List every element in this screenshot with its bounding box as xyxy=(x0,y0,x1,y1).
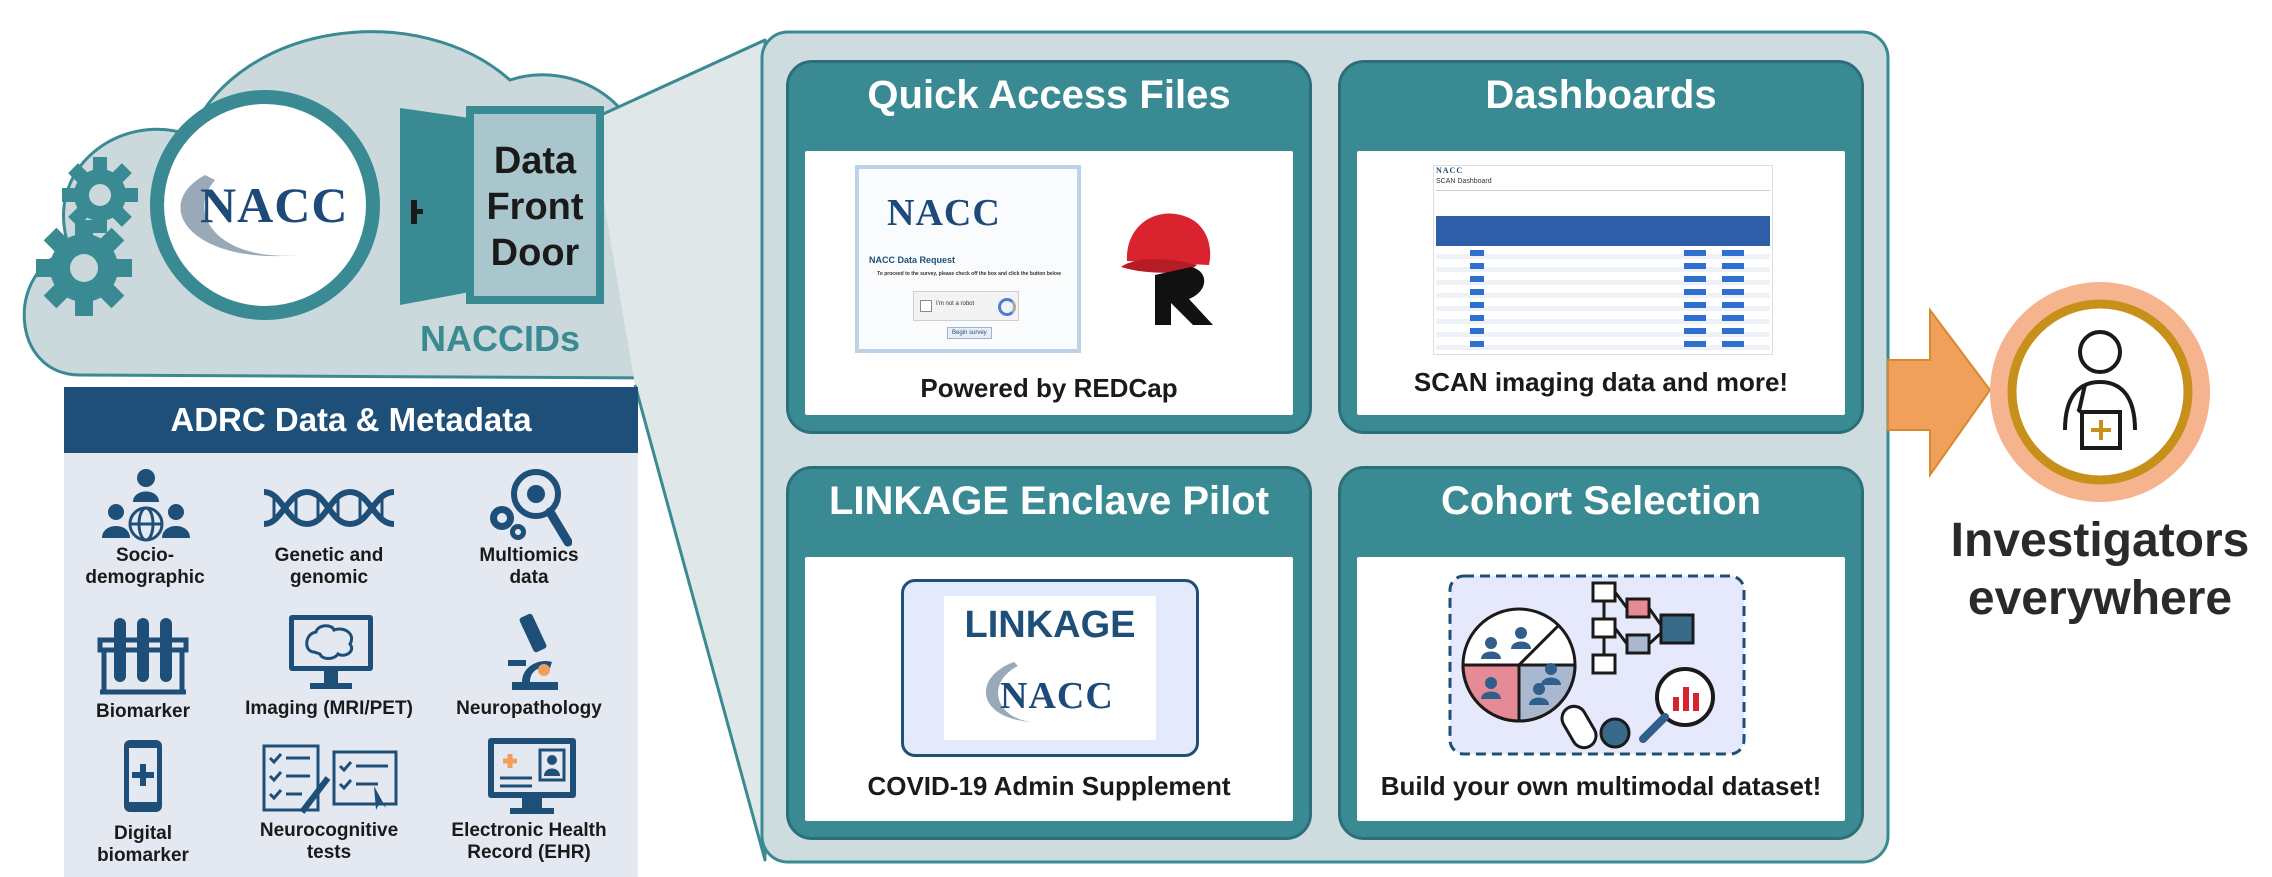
cohort-pills-icon xyxy=(1560,704,1631,750)
brain-monitor-icon xyxy=(289,615,373,689)
linkage-swoosh xyxy=(985,662,1032,722)
dashboard-screenshot: NACC SCAN Dashboard xyxy=(1433,165,1773,355)
microscope-icon xyxy=(508,613,558,690)
dashboard-nacc-mini: NACC xyxy=(1436,166,1464,175)
card-caption-linkage: COVID-19 Admin Supplement xyxy=(867,771,1231,801)
card-caption-quick-access: Powered by REDCap xyxy=(920,373,1178,403)
cohort-magnifier-chart-icon xyxy=(1639,667,1715,743)
adrc-title: ADRC Data & Metadata xyxy=(64,387,638,453)
door-panel xyxy=(400,108,470,305)
door-line-1: Data xyxy=(493,140,577,182)
card-body-quick-access: NACC NACC Data Request To proceed to the… xyxy=(805,151,1293,415)
card-dashboards: Dashboards NACC SCAN Dashboard SCAN imag… xyxy=(1338,60,1864,434)
door-label: Data Front Door xyxy=(472,138,598,276)
people-globe-icon xyxy=(102,469,190,542)
card-body-dashboards: NACC SCAN Dashboard xyxy=(1357,151,1845,415)
cohort-tree-icon xyxy=(1591,581,1695,675)
card-caption-dashboards: SCAN imaging data and more! xyxy=(1413,367,1789,397)
captcha-label: I'm not a robot xyxy=(936,301,975,307)
card-title-dashboards: Dashboards xyxy=(1485,73,1717,117)
card-body-linkage: LINKAGE NACC xyxy=(805,557,1293,821)
nacc-swoosh xyxy=(180,175,300,257)
dashboard-screen-title: SCAN Dashboard xyxy=(1436,178,1492,185)
dashboard-table-rows xyxy=(1436,246,1770,350)
checklist-icon xyxy=(262,744,398,814)
adrc-label-biomarker: Biomarker xyxy=(96,701,190,722)
cohort-pie-icon xyxy=(1461,607,1577,723)
card-title-cohort: Cohort Selection xyxy=(1440,479,1762,523)
adrc-label-neuropathology: Neuropathology xyxy=(456,698,602,719)
begin-survey-button[interactable]: Begin survey xyxy=(947,327,992,339)
cohort-illustration xyxy=(1448,574,1746,756)
captcha-box[interactable]: I'm not a robot xyxy=(913,291,1019,321)
form-instructions: To proceed to the survey, please check o… xyxy=(877,271,1061,277)
linkage-nacc-word: NACC xyxy=(1000,675,1114,717)
form-title: NACC Data Request xyxy=(869,255,956,265)
linkage-logo-inner xyxy=(944,596,1156,740)
arrow-to-investigators xyxy=(1887,307,1992,479)
nacc-logo-ring xyxy=(150,90,380,320)
ehr-monitor-icon xyxy=(488,738,576,814)
adrc-label-imaging: Imaging (MRI/PET) xyxy=(245,698,413,719)
gears-magnifier-icon xyxy=(490,469,572,547)
card-body-cohort xyxy=(1357,557,1845,821)
linkage-logo-box: LINKAGE NACC xyxy=(901,579,1199,757)
investigator-ring-inner xyxy=(2007,299,2193,485)
card-title-linkage: LINKAGE Enclave Pilot xyxy=(828,479,1270,523)
door-line-3: Door xyxy=(490,232,580,274)
redcap-logo-icon xyxy=(1121,213,1213,325)
investigators-line-1: Investigators xyxy=(1950,514,2250,567)
card-quick-access-files: Quick Access Files NACC NACC Data Reques… xyxy=(786,60,1312,434)
investigators-label: Investigators everywhere xyxy=(1930,512,2270,628)
card-title-quick-access: Quick Access Files xyxy=(867,73,1231,117)
investigators-line-2: everywhere xyxy=(1967,572,2233,625)
adrc-label-sociodemographic: Socio-demographic xyxy=(85,545,205,588)
dna-icon xyxy=(263,488,395,528)
linkage-word: LINKAGE xyxy=(964,604,1136,646)
recaptcha-icon xyxy=(998,298,1016,316)
redcap-form-thumbnail: NACC NACC Data Request To proceed to the… xyxy=(855,165,1081,353)
form-nacc-logo: NACC xyxy=(887,192,1001,234)
dashboard-table-header xyxy=(1436,216,1770,246)
door-line-2: Front xyxy=(486,186,584,228)
card-cohort-selection: Cohort Selection xyxy=(1338,466,1864,840)
gears-icon xyxy=(36,157,138,316)
test-tubes-icon xyxy=(97,618,189,695)
captcha-checkbox[interactable] xyxy=(920,300,932,312)
cloud-nacc-logo-text: NACC xyxy=(200,177,349,233)
card-caption-cohort: Build your own multimodal dataset! xyxy=(1380,771,1822,801)
naccids-label: NACCIDs xyxy=(420,318,581,359)
card-linkage-enclave: LINKAGE Enclave Pilot LINKAGE NACC COVID… xyxy=(786,466,1312,840)
smartphone-icon xyxy=(124,740,162,812)
